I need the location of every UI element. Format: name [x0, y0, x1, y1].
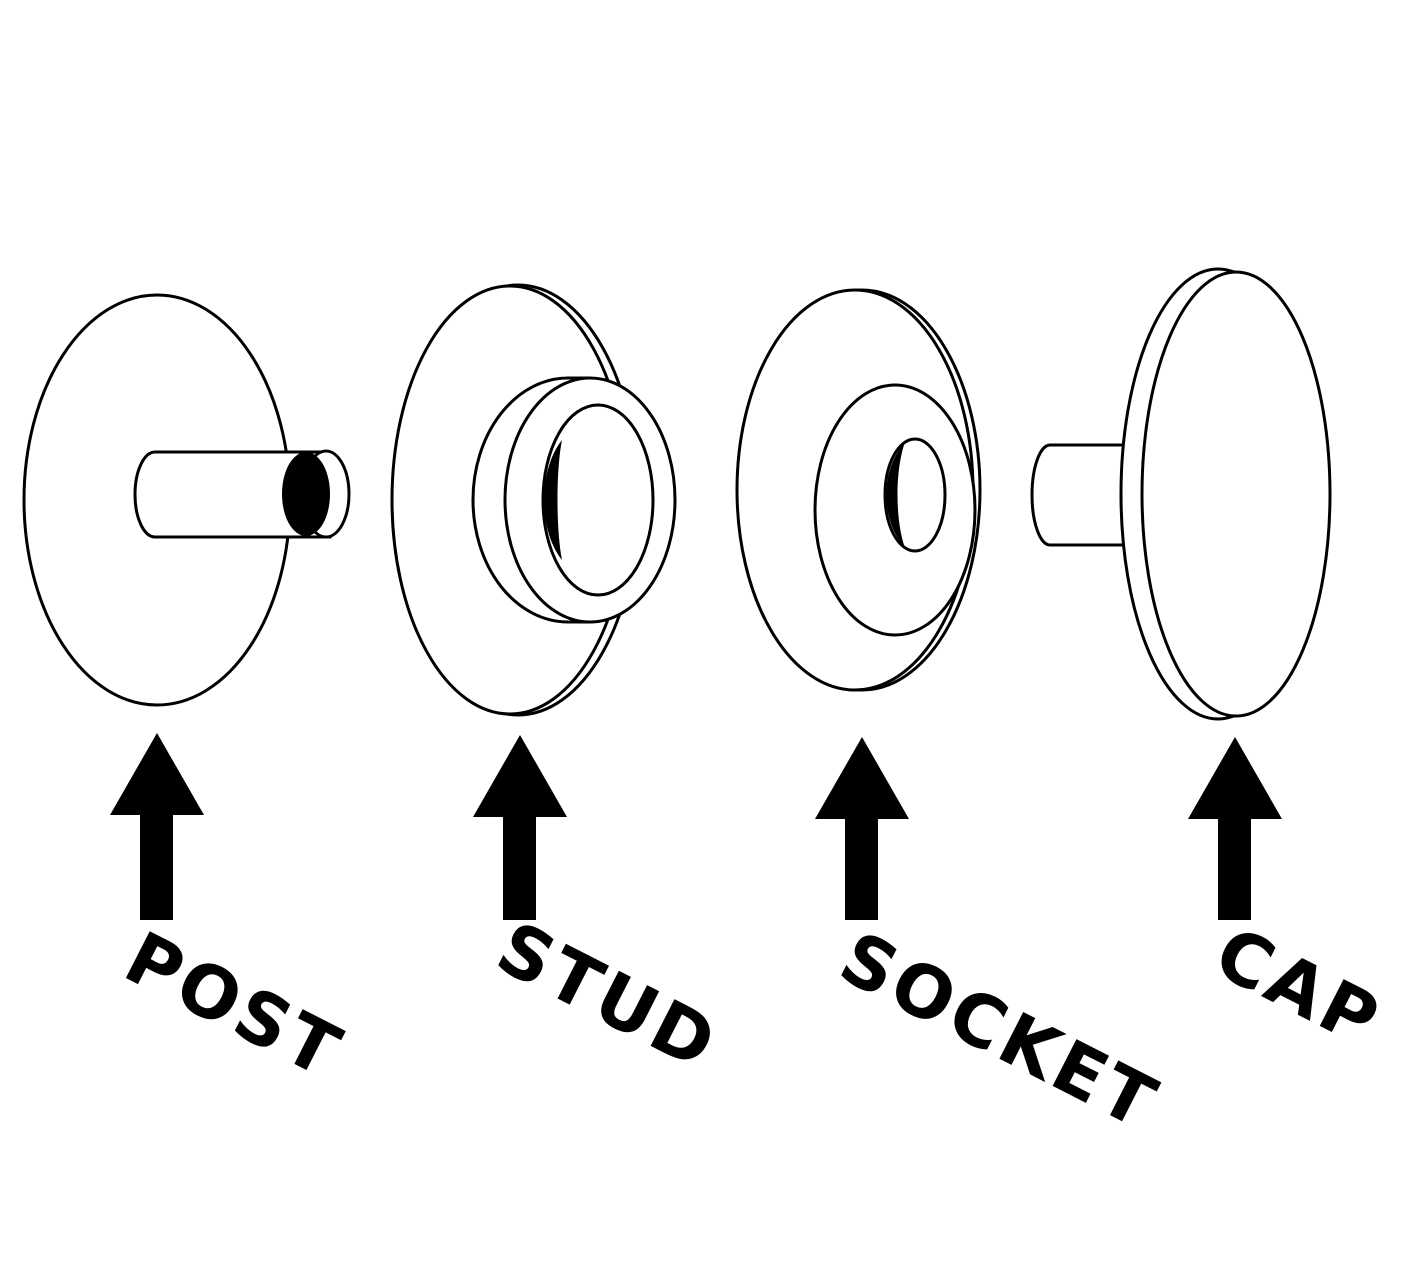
post-illustration	[22, 293, 351, 707]
arrow-up-icon	[473, 735, 567, 920]
socket-illustration	[735, 288, 982, 692]
label-stud: STUD	[484, 905, 732, 1087]
cap-illustration	[1030, 267, 1332, 721]
arrow-up-icon	[110, 733, 204, 920]
stud-illustration	[390, 283, 677, 717]
label-cap: CAP	[1202, 910, 1395, 1064]
arrow-up-icon	[1188, 737, 1282, 920]
label-socket: SOCKET	[827, 915, 1172, 1146]
label-post: POST	[112, 915, 356, 1095]
arrow-up-icon	[815, 737, 909, 920]
